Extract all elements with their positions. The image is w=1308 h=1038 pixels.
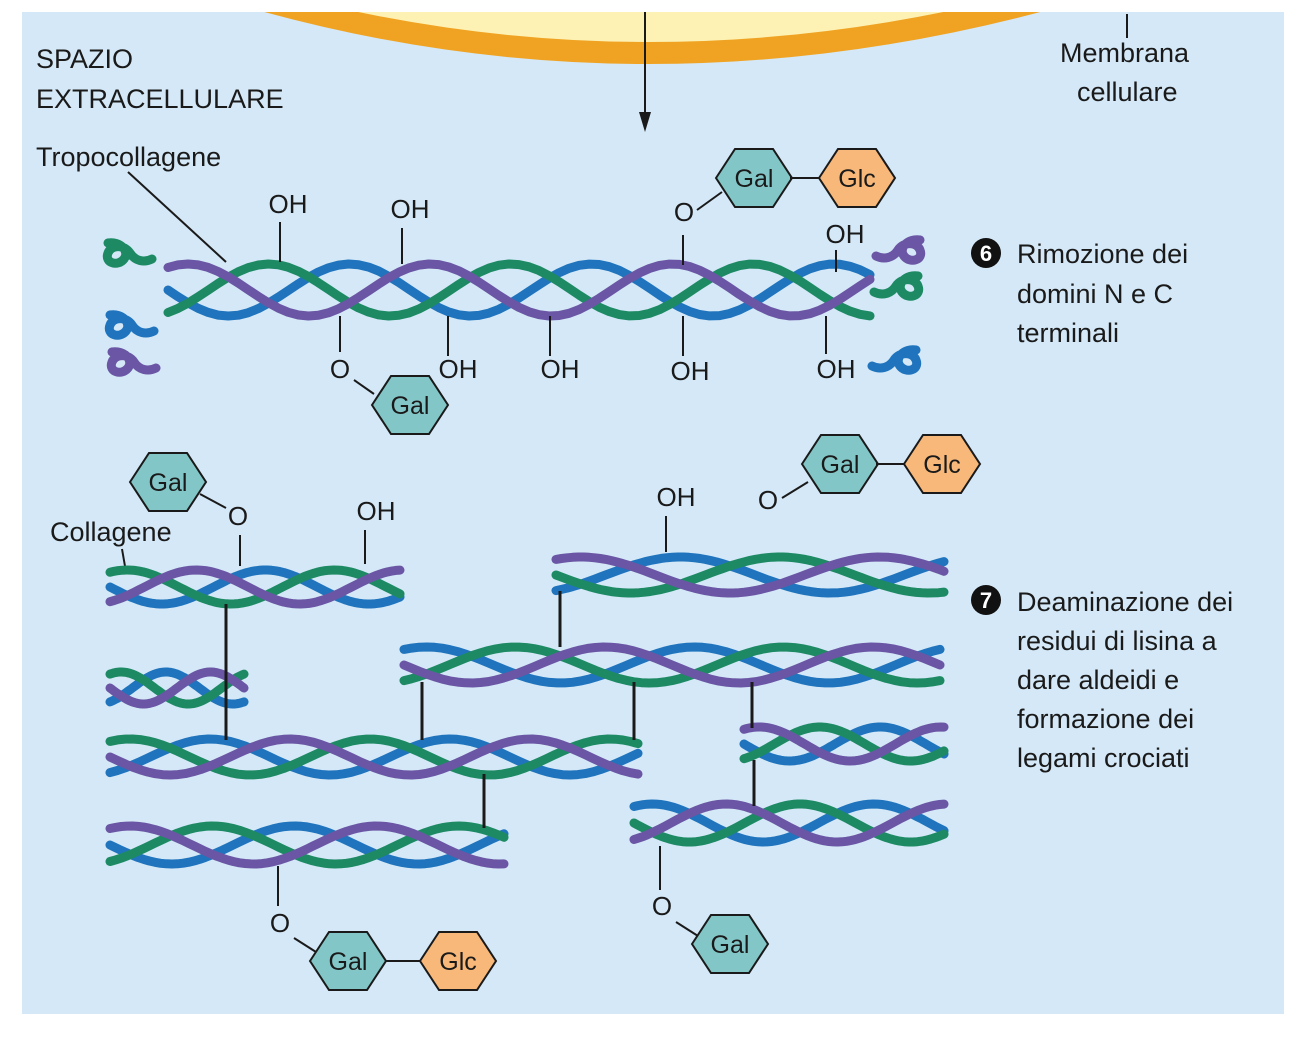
hexagon-sugar-icon [128,452,208,512]
step-caption-line: domini N e C [1017,279,1173,309]
strand-purple [105,565,405,609]
terminal-domain [102,238,157,268]
gal-sugar-label: Gal [391,392,430,420]
extracellular-diagram: SPAZIO EXTRACELLULARE Membrana cellulare… [22,12,1284,1014]
terminal-domain [106,347,161,377]
down-arrow-icon [639,112,651,132]
strand-purple [105,734,643,780]
step-caption-line: Deaminazione dei [1017,587,1233,617]
strand-blue [105,667,249,709]
strand-purple [739,722,949,766]
step-number: 7 [980,588,992,613]
bond-line [353,379,375,395]
extracellular-space-label-line2: EXTRACELLULARE [36,84,284,114]
triple-helix [739,722,949,766]
hydroxyl-label: OH [817,354,856,384]
hydroxyl-label: OH [391,194,430,224]
terminal-domain [871,235,926,265]
gal-sugar-label: Gal [329,948,368,976]
strand-green [163,259,875,321]
triple-helix [105,667,249,709]
bond-line [199,493,227,509]
oxygen-label: O [652,891,672,921]
collagen-label: Collagene [50,517,172,547]
membrane-label-line2: cellulare [1077,77,1178,107]
hydroxyl-label: OH [269,189,308,219]
tropocollagen-pointer [127,171,227,263]
number-circle-icon [971,585,1001,615]
hydroxyl-label: OH [826,219,865,249]
oxygen-label: O [330,354,350,384]
cross-links [224,591,756,828]
hexagon-sugar-icon [370,375,450,435]
glc-sugar-label: Glc [439,948,477,976]
step-caption-line: residui di lisina a [1017,626,1218,656]
strand-green [739,722,949,766]
step-number: 6 [980,241,992,266]
glc-sugar-label: Glc [838,165,876,193]
collagen-fibrils [105,259,949,869]
strand-purple [163,259,875,321]
hexagon-sugar-icon [418,931,498,991]
strand-green [105,734,643,780]
strand-green [105,667,249,709]
cell-membrane [264,12,1041,64]
tropocollagen-label: Tropocollagene [36,142,221,172]
strand-green [629,799,949,847]
strand-blue [105,565,405,609]
triple-helix [105,821,509,869]
hexagon-sugar-icon [690,914,770,974]
extracellular-space-label-line1: SPAZIO [36,44,133,74]
strand-green [399,642,945,688]
hydroxyl-label: OH [357,496,396,526]
oxygen-label: O [270,908,290,938]
gal-sugar-label: Gal [149,469,188,497]
glc-sugar-label: Glc [923,451,961,479]
oxygen-label: O [228,501,248,531]
step-caption-line: formazione dei [1017,704,1194,734]
hexagon-sugar-icon [902,434,982,494]
collagen-assembly-svg: SPAZIO EXTRACELLULARE Membrana cellulare… [36,12,1233,991]
strand-purple [629,799,949,847]
gal-sugar-label: Gal [821,451,860,479]
terminal-domain [869,271,924,301]
strand-purple [105,667,249,709]
oxygen-label: O [674,197,694,227]
strand-purple [551,552,949,598]
triple-helix [399,642,945,688]
membrane-label-line1: Membrana [1060,38,1190,68]
number-circle-icon [971,238,1001,268]
terminal-domain [867,345,922,375]
triple-helix [105,734,643,780]
step-caption-line: legami crociati [1017,743,1190,773]
bond-line [781,481,809,499]
triple-helix [163,259,875,321]
step-caption-line: dare aldeidi e [1017,665,1179,695]
triple-helix [105,565,405,609]
triple-helix [551,552,949,598]
terminal-domain [104,310,159,340]
strand-purple [105,821,509,869]
hydroxyl-label: OH [541,354,580,384]
strand-blue [399,642,945,688]
hydroxyl-label: OH [439,354,478,384]
step-caption-line: terminali [1017,318,1119,348]
step-caption-line: Rimozione dei [1017,239,1188,269]
bond-line [293,937,317,953]
oxygen-label: O [758,485,778,515]
strand-blue [105,821,509,869]
bond-line [675,921,699,937]
gal-sugar-label: Gal [711,931,750,959]
gal-sugar-label: Gal [735,165,774,193]
hydroxyl-label: OH [657,482,696,512]
hydroxyl-label: OH [671,356,710,386]
strand-green [551,552,949,598]
bond-line [696,191,723,211]
strand-purple [399,642,945,688]
hexagon-sugar-icon [817,148,897,208]
triple-helix [629,799,949,847]
